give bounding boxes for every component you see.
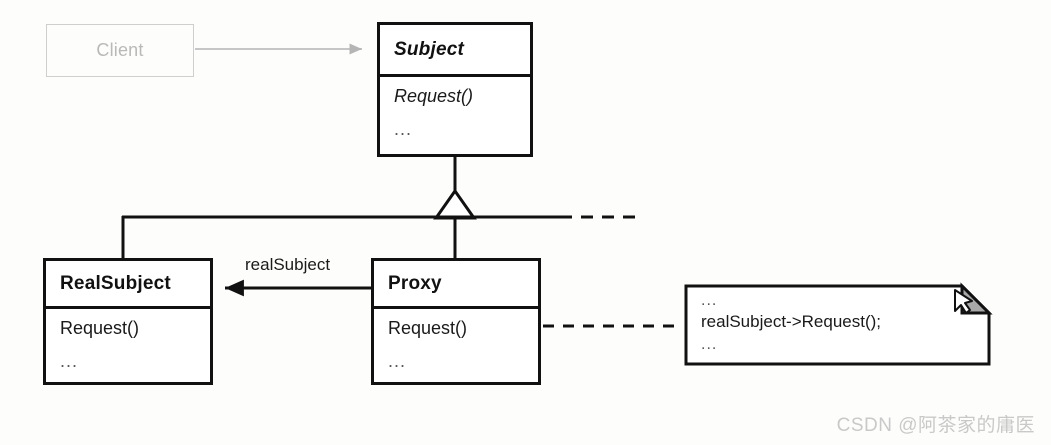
note-line-2: realSubject->Request(); bbox=[701, 312, 882, 332]
subject-operation-request: Request() bbox=[394, 86, 474, 106]
note-fold-cursor-icon bbox=[954, 289, 973, 314]
class-box-subject[interactable]: Subject Request() ... bbox=[377, 22, 533, 157]
class-box-proxy[interactable]: Proxy Request() ... bbox=[371, 258, 541, 385]
note-box[interactable]: ... realSubject->Request(); ... bbox=[685, 285, 991, 365]
subject-operations-ellipsis: ... bbox=[394, 119, 413, 139]
proxy-operations-section: Request() ... bbox=[374, 309, 538, 372]
realsubject-class-name: RealSubject bbox=[60, 272, 171, 294]
class-box-realsubject[interactable]: RealSubject Request() ... bbox=[43, 258, 213, 385]
proxy-class-name: Proxy bbox=[388, 272, 442, 294]
watermark-text: CSDN @阿茶家的庸医 bbox=[836, 415, 1035, 436]
realsubject-title-section: RealSubject bbox=[46, 261, 210, 309]
subject-title-section: Subject bbox=[380, 25, 530, 77]
inheritance-triangle-icon bbox=[433, 188, 477, 220]
note-line-3: ... bbox=[701, 335, 718, 353]
client-box[interactable]: Client bbox=[46, 24, 194, 77]
realsubject-operations-ellipsis: ... bbox=[60, 351, 79, 371]
association-label-realsubject: realSubject bbox=[242, 255, 334, 275]
client-label: Client bbox=[96, 40, 144, 60]
realsubject-operation-request: Request() bbox=[60, 318, 140, 338]
note-line-1: ... bbox=[701, 292, 718, 309]
note-text: ... realSubject->Request(); ... bbox=[701, 291, 971, 354]
generalization-edge bbox=[121, 157, 642, 258]
realsubject-operations-section: Request() ... bbox=[46, 309, 210, 372]
proxy-operation-request: Request() bbox=[388, 318, 468, 338]
proxy-operations-ellipsis: ... bbox=[388, 351, 407, 371]
note-frame bbox=[684, 282, 993, 366]
proxy-title-section: Proxy bbox=[374, 261, 538, 309]
subject-class-name: Subject bbox=[394, 38, 465, 60]
subject-operations-section: Request() ... bbox=[380, 77, 530, 140]
